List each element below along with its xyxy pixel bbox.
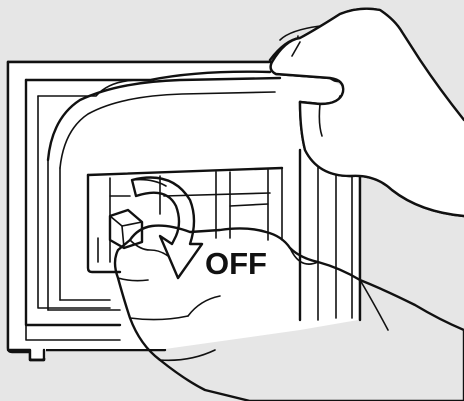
off-label: OFF: [205, 246, 267, 281]
